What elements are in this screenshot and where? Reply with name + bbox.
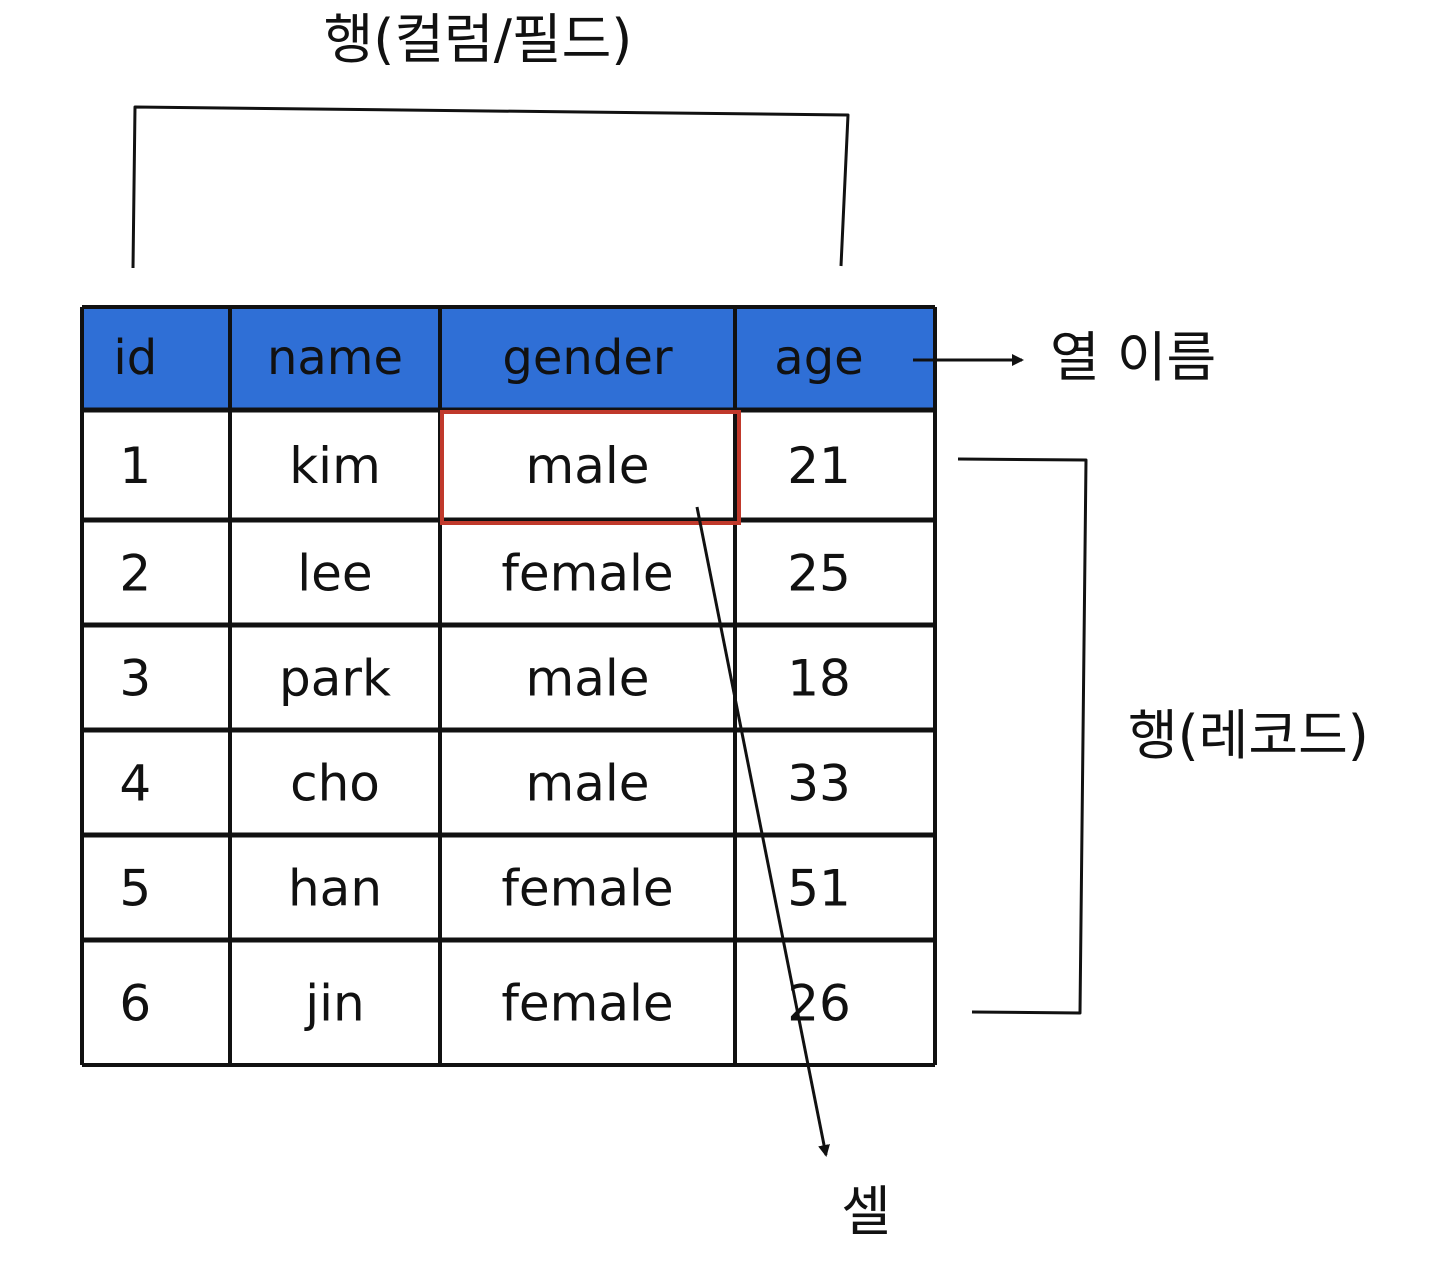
- table-cell-age: 25: [787, 545, 851, 603]
- table-cell-gender: female: [501, 975, 673, 1033]
- row-bracket: [957, 457, 1088, 1015]
- table-cell-name: park: [279, 650, 391, 708]
- table-cell-gender: male: [526, 650, 650, 708]
- cell-label: 셀: [841, 1180, 891, 1243]
- header-background: [82, 307, 935, 410]
- table-cell-id: 5: [119, 860, 151, 918]
- column-header-age: age: [774, 330, 863, 386]
- table-cell-name: han: [288, 860, 382, 918]
- table-cell-age: 26: [787, 975, 851, 1033]
- data-table: id name gender age 1 kim male 21 2 lee female 25 3 pa…: [80, 305, 937, 1067]
- row-bracket-label: 행(레코드): [1128, 704, 1369, 767]
- column-header-gender: gender: [502, 330, 672, 386]
- table-cell-gender: male: [526, 755, 650, 813]
- table-cell-gender: male: [526, 437, 650, 495]
- table-cell-id: 1: [119, 437, 151, 495]
- table-cell-gender: female: [501, 545, 673, 603]
- column-header-name: name: [267, 330, 403, 386]
- column-names-label: 열 이름: [1050, 326, 1216, 389]
- column-header-id: id: [113, 330, 157, 386]
- column-bracket-label: 행(컬럼/필드): [324, 8, 633, 71]
- table-cell-id: 6: [119, 975, 151, 1033]
- table-cell-name: cho: [290, 755, 380, 813]
- table-cell-id: 4: [119, 755, 151, 813]
- table-cell-name: lee: [297, 545, 372, 603]
- table-cell-gender: female: [501, 860, 673, 918]
- table-cell-age: 33: [787, 755, 851, 813]
- table-cell-id: 3: [119, 650, 151, 708]
- table-cell-age: 51: [787, 860, 851, 918]
- cell-arrow: [695, 506, 830, 1157]
- column-bracket: [131, 105, 850, 269]
- table-cell-name: jin: [304, 975, 364, 1033]
- table-cell-age: 21: [787, 437, 851, 495]
- table-cell-age: 18: [787, 650, 851, 708]
- highlighted-cell-border: [440, 410, 741, 525]
- table-cell-name: kim: [289, 437, 381, 495]
- table-cell-id: 2: [119, 545, 151, 603]
